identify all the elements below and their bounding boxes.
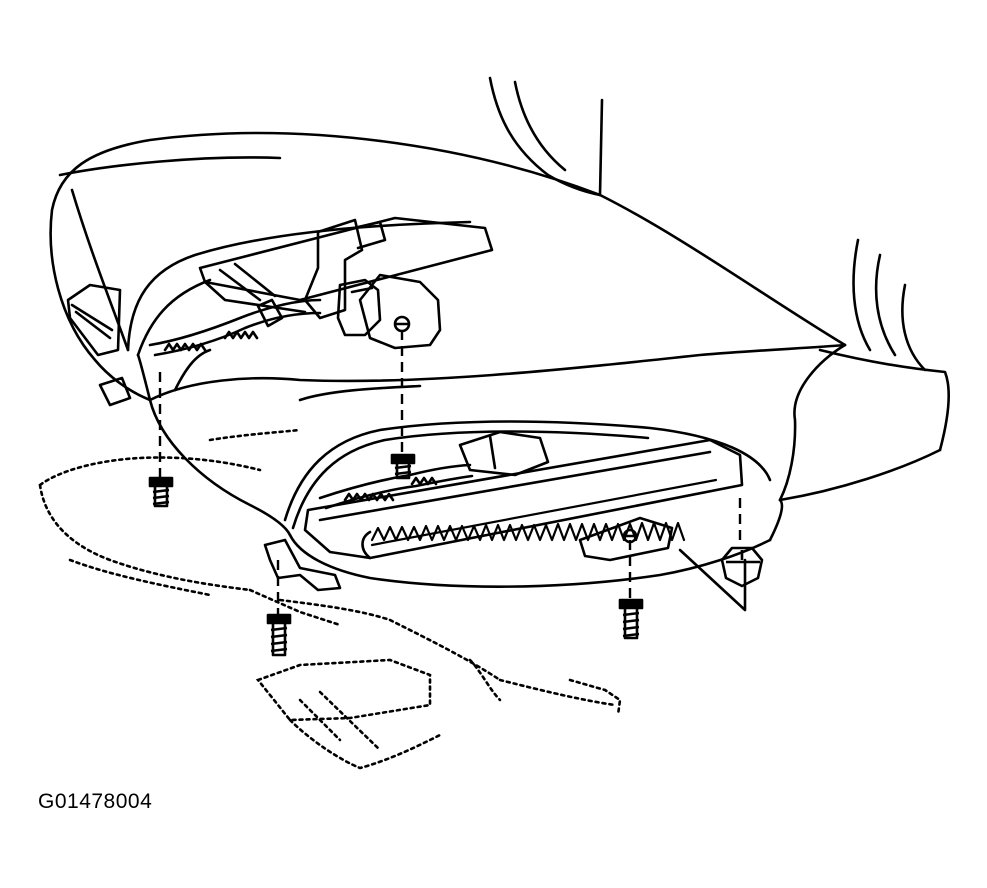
rear-motor-harness — [148, 218, 387, 357]
front-seat-track — [303, 438, 744, 560]
bolt-front-left — [266, 613, 292, 657]
bolt-rear-left — [148, 476, 174, 508]
figure-code-label: G01478004 — [38, 790, 153, 813]
rear-bracket — [358, 273, 442, 350]
seat-back-outline — [488, 76, 950, 452]
rear-seat-track — [198, 216, 494, 314]
seat-front-face — [148, 398, 784, 612]
left-harness-connector — [66, 283, 132, 407]
bolt-front-right — [618, 598, 644, 640]
bolt-rear-center — [390, 453, 416, 480]
nut-front-right — [720, 546, 764, 588]
seat-cushion-outline — [49, 131, 942, 502]
front-left-tab — [263, 538, 342, 592]
bolts — [148, 453, 764, 657]
bolt-alignment-lines — [158, 330, 742, 615]
front-motor-harness — [318, 430, 550, 510]
floor-pan-outline — [38, 428, 622, 770]
